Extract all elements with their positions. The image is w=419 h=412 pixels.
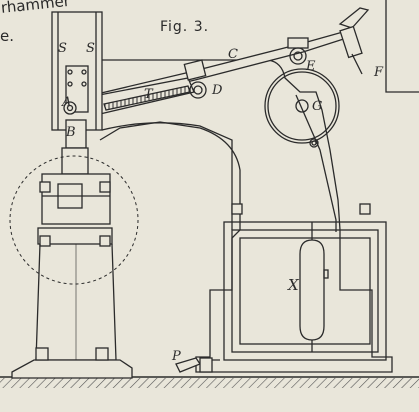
label-X: X — [287, 276, 300, 294]
label-T: T — [144, 87, 154, 102]
main-frame-body — [99, 59, 393, 373]
pivot-D — [189, 81, 207, 99]
frame-box — [385, 0, 419, 93]
hammer-head — [41, 173, 111, 225]
guide-column — [51, 11, 103, 131]
label-S-2: S — [86, 41, 95, 56]
label-D: D — [211, 83, 223, 98]
label-E: E — [305, 59, 316, 74]
label-P: P — [171, 349, 181, 364]
crank-pivot-E — [289, 47, 307, 65]
dashed-motion-circle — [9, 155, 139, 285]
pivot-A — [63, 101, 77, 115]
figure-caption: Fig. 3. — [160, 19, 210, 35]
label-A: A — [61, 95, 71, 110]
text-fragment-bottom: e. — [0, 27, 14, 45]
ground-hatching — [0, 378, 419, 388]
handwheel-F — [338, 7, 370, 29]
anvil-base — [11, 359, 133, 379]
bolt-hole — [309, 138, 319, 148]
label-F: F — [373, 65, 384, 80]
flywheel-G — [264, 68, 340, 144]
cylinder-X — [299, 239, 325, 341]
label-S-1: S — [58, 41, 67, 56]
lower-housing — [223, 221, 387, 361]
label-G: G — [312, 99, 322, 114]
label-B: B — [65, 125, 76, 140]
label-C: C — [228, 47, 238, 62]
